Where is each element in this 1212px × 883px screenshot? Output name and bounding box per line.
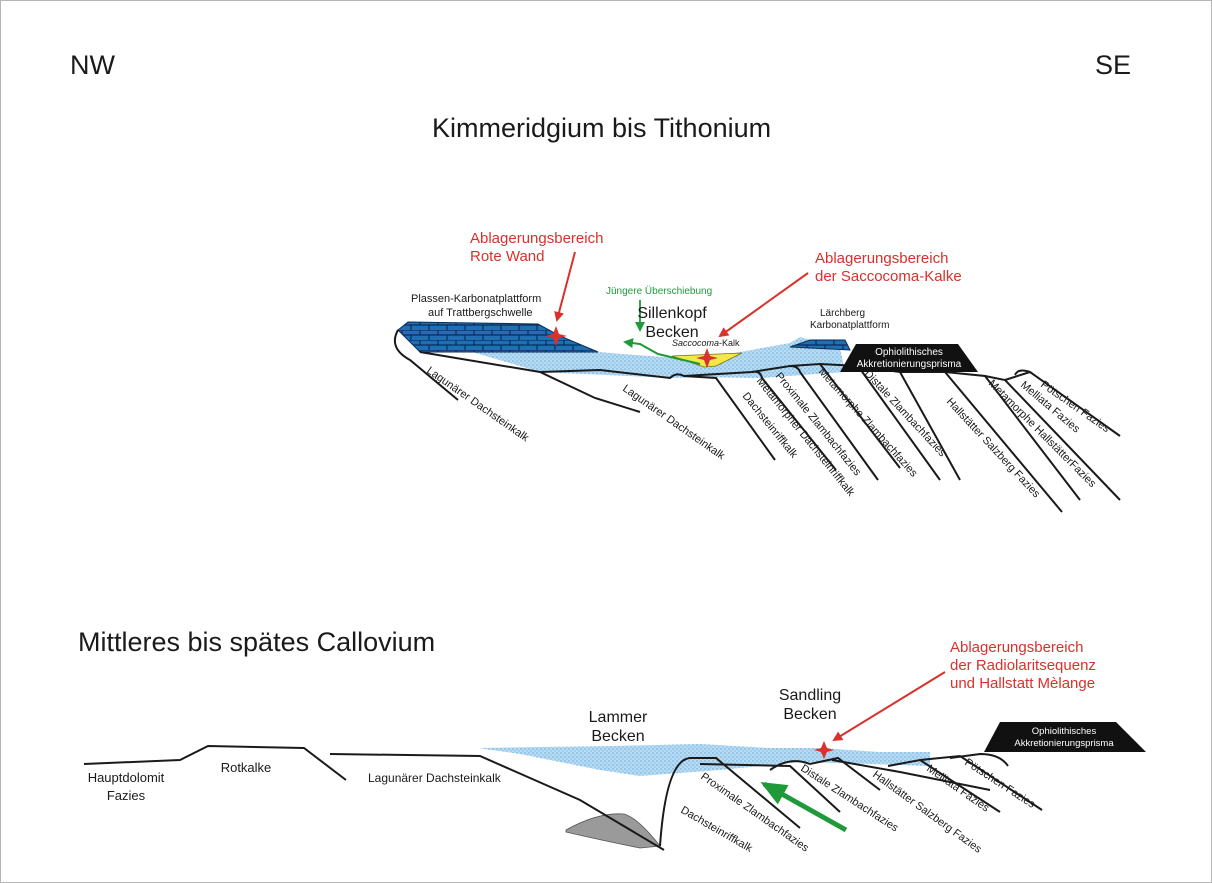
bottom-overthrust-arrow [760, 781, 848, 833]
sandling-star-icon [814, 741, 834, 759]
plassen-label-line2: auf Trattbergschwelle [428, 307, 533, 319]
rote-wand-star-icon [545, 326, 567, 346]
radiolarit-label-line1: Ablagerungsbereich [950, 639, 1083, 656]
plassen-platform [397, 321, 599, 353]
laerchberg-label-line2: Karbonatplattform [810, 320, 890, 331]
top-prism-label-line1: Ophiolithisches [875, 347, 943, 358]
lammer-label-line2: Becken [591, 728, 644, 745]
lammer-grey-lens [565, 813, 661, 849]
sillenkopf-basin-water [398, 330, 845, 378]
hauptdolomit-label-line2: Fazies [107, 788, 146, 803]
lammer-label-line1: Lammer [589, 709, 648, 726]
bottom-unit-lagunaer: Lagunärer Dachsteinkalk [368, 771, 502, 785]
sillenkopf-label-line1: Sillenkopf [637, 305, 707, 322]
saccocoma-label-line2: der Saccocoma-Kalke [815, 268, 962, 285]
bottom-unit-hallstaetter-salzberg: Hallstätter Salzberg Fazies [870, 769, 984, 856]
compass-nw-label: NW [70, 50, 115, 80]
bottom-section-title: Mittleres bis spätes Callovium [78, 627, 435, 657]
laerchberg-platform [789, 339, 851, 351]
top-section-title: Kimmeridgium bis Tithonium [432, 113, 771, 143]
bottom-prism-label-line2: Akkretionierungsprisma [1014, 738, 1114, 749]
saccocoma-star-icon [696, 348, 718, 368]
saccocoma-arrow [718, 272, 809, 338]
top-prism-label-line2: Akkretionierungsprisma [857, 359, 962, 370]
radiolarit-label-line3: und Hallstatt Mèlange [950, 675, 1095, 692]
laerchberg-label-line1: Lärchberg [820, 308, 865, 319]
bottom-unit-proximale-zlambach: Proximale Zlambachfazies [698, 771, 811, 855]
overthrust-label: Jüngere Überschiebung [606, 285, 712, 297]
top-unit-lagunaer-2: Lagunärer Dachsteinkalk [620, 383, 727, 463]
bottom-thrust-lines [83, 744, 1043, 851]
bottom-prism-label-line1: Ophiolithisches [1032, 726, 1097, 737]
bottom-unit-distale-zlambach: Distale Zlambachfazies [798, 762, 900, 834]
rotkalke-label: Rotkalke [221, 760, 272, 775]
saccocoma-label-line1: Ablagerungsbereich [815, 250, 948, 267]
sandling-label-line1: Sandling [779, 687, 841, 704]
lammer-sandling-basin-water [478, 744, 930, 776]
rote-wand-label-line1: Ablagerungsbereich [470, 230, 603, 247]
saccocoma-kalk-suffix: -Kalk [719, 338, 740, 348]
saccocoma-kalk-italic: Saccocoma [672, 338, 719, 348]
saccocoma-kalk-label: Saccocoma-Kalk [672, 338, 740, 348]
plassen-label-line1: Plassen-Karbonatplattform [411, 293, 541, 305]
bottom-ophiolithic-prism [984, 722, 1146, 752]
top-unit-lagunaer-1: Lagunärer Dachsteinkalk [424, 365, 531, 445]
rote-wand-arrow [554, 251, 576, 322]
top-ophiolithic-prism [840, 344, 978, 372]
overthrust-arrow [623, 338, 701, 365]
compass-se-label: SE [1095, 50, 1131, 80]
sandling-label-line2: Becken [783, 706, 836, 723]
radiolarit-label-line2: der Radiolaritsequenz [950, 657, 1096, 674]
radiolarit-arrow [832, 671, 946, 742]
hauptdolomit-label-line1: Hauptdolomit [88, 770, 165, 785]
rote-wand-label-line2: Rote Wand [470, 248, 544, 265]
sillenkopf-label-line2: Becken [645, 324, 698, 341]
